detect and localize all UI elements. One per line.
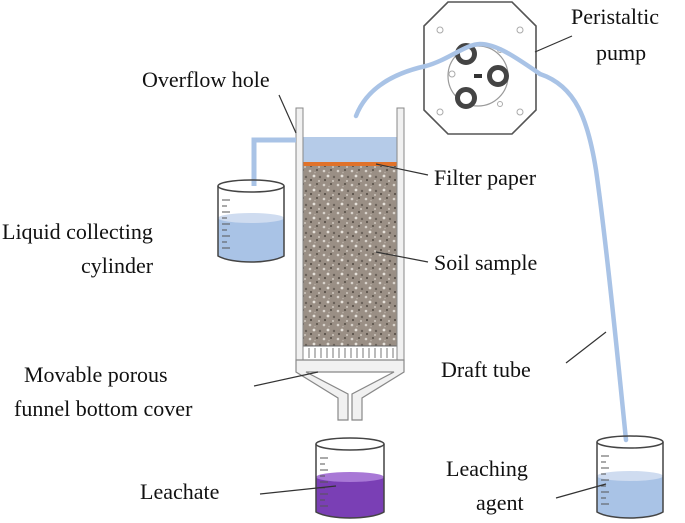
label-leaching-line2: agent (476, 490, 524, 515)
leaching-agent-liquid (597, 471, 663, 518)
column-wall-right (396, 107, 405, 361)
porous-plate (302, 345, 398, 361)
label-peristaltic-line2: pump (596, 40, 646, 65)
cylinder-liquid (218, 213, 284, 262)
overflow-pipe (251, 137, 296, 186)
leader-peristaltic-pump (534, 35, 573, 53)
label-liquid-collecting-line2: cylinder (81, 253, 154, 278)
leachate-surface (316, 472, 384, 482)
label-movable-porous-line2: funnel bottom cover (14, 396, 193, 421)
leader-soil-sample (375, 251, 429, 263)
cylinder-rim (217, 179, 285, 193)
leaching-agent-beaker (596, 435, 664, 519)
liquid-collecting-cylinder (217, 179, 285, 263)
label-soil-sample: Soil sample (434, 250, 537, 275)
peristaltic-pump (423, 1, 537, 135)
cylinder-liquid-surface (218, 213, 284, 223)
soil-sample (303, 166, 397, 358)
leachate-beaker-glass (315, 444, 385, 519)
filter-paper (303, 162, 397, 166)
pump-axis-slot (474, 74, 482, 78)
porous-plate-holes (308, 348, 394, 358)
label-filter-paper: Filter paper (434, 165, 537, 190)
leaching-agent-beaker-scale (601, 455, 609, 505)
label-leachate: Leachate (140, 479, 219, 504)
pump-roller-bottom (455, 87, 477, 109)
leaching-agent-surface (597, 471, 663, 481)
column-water-layer (303, 137, 397, 163)
leader-overflow-hole (278, 94, 297, 134)
label-draft-tube: Draft tube (441, 357, 531, 382)
leader-draft-tube (565, 331, 607, 364)
label-peristaltic-line1: Peristaltic (571, 4, 659, 29)
funnel-bottom-cover (295, 359, 405, 421)
leaching-agent-beaker-glass (596, 442, 664, 519)
leader-funnel-cover (253, 371, 319, 387)
pump-screw-1 (448, 70, 456, 78)
leaching-agent-beaker-rim (596, 435, 664, 449)
draft-tube-to-agent (537, 71, 629, 443)
label-leaching-line1: Leaching (446, 456, 528, 481)
leader-leaching-agent (555, 483, 607, 499)
leader-leachate (259, 485, 337, 495)
column-wall-left (295, 107, 304, 361)
leaching-column (295, 107, 405, 421)
leachate-beaker (315, 437, 385, 519)
draft-tube-to-column (353, 41, 543, 119)
cylinder-glass (217, 186, 285, 263)
pump-roller-right (487, 65, 509, 87)
cylinder-scale (222, 199, 230, 249)
pump-screw-5 (516, 26, 524, 34)
pump-screw-3 (436, 26, 444, 34)
pump-screw-4 (516, 108, 524, 116)
leachate-liquid (316, 472, 384, 518)
leader-lines (253, 35, 607, 499)
pump-screw-2 (436, 108, 444, 116)
label-overflow-hole: Overflow hole (142, 67, 270, 92)
label-movable-porous-line1: Movable porous (24, 362, 168, 387)
pump-screw-7 (497, 101, 503, 107)
label-liquid-collecting-line1: Liquid collecting (2, 219, 153, 244)
leader-filter-paper (375, 163, 429, 176)
leachate-beaker-rim (315, 437, 385, 451)
